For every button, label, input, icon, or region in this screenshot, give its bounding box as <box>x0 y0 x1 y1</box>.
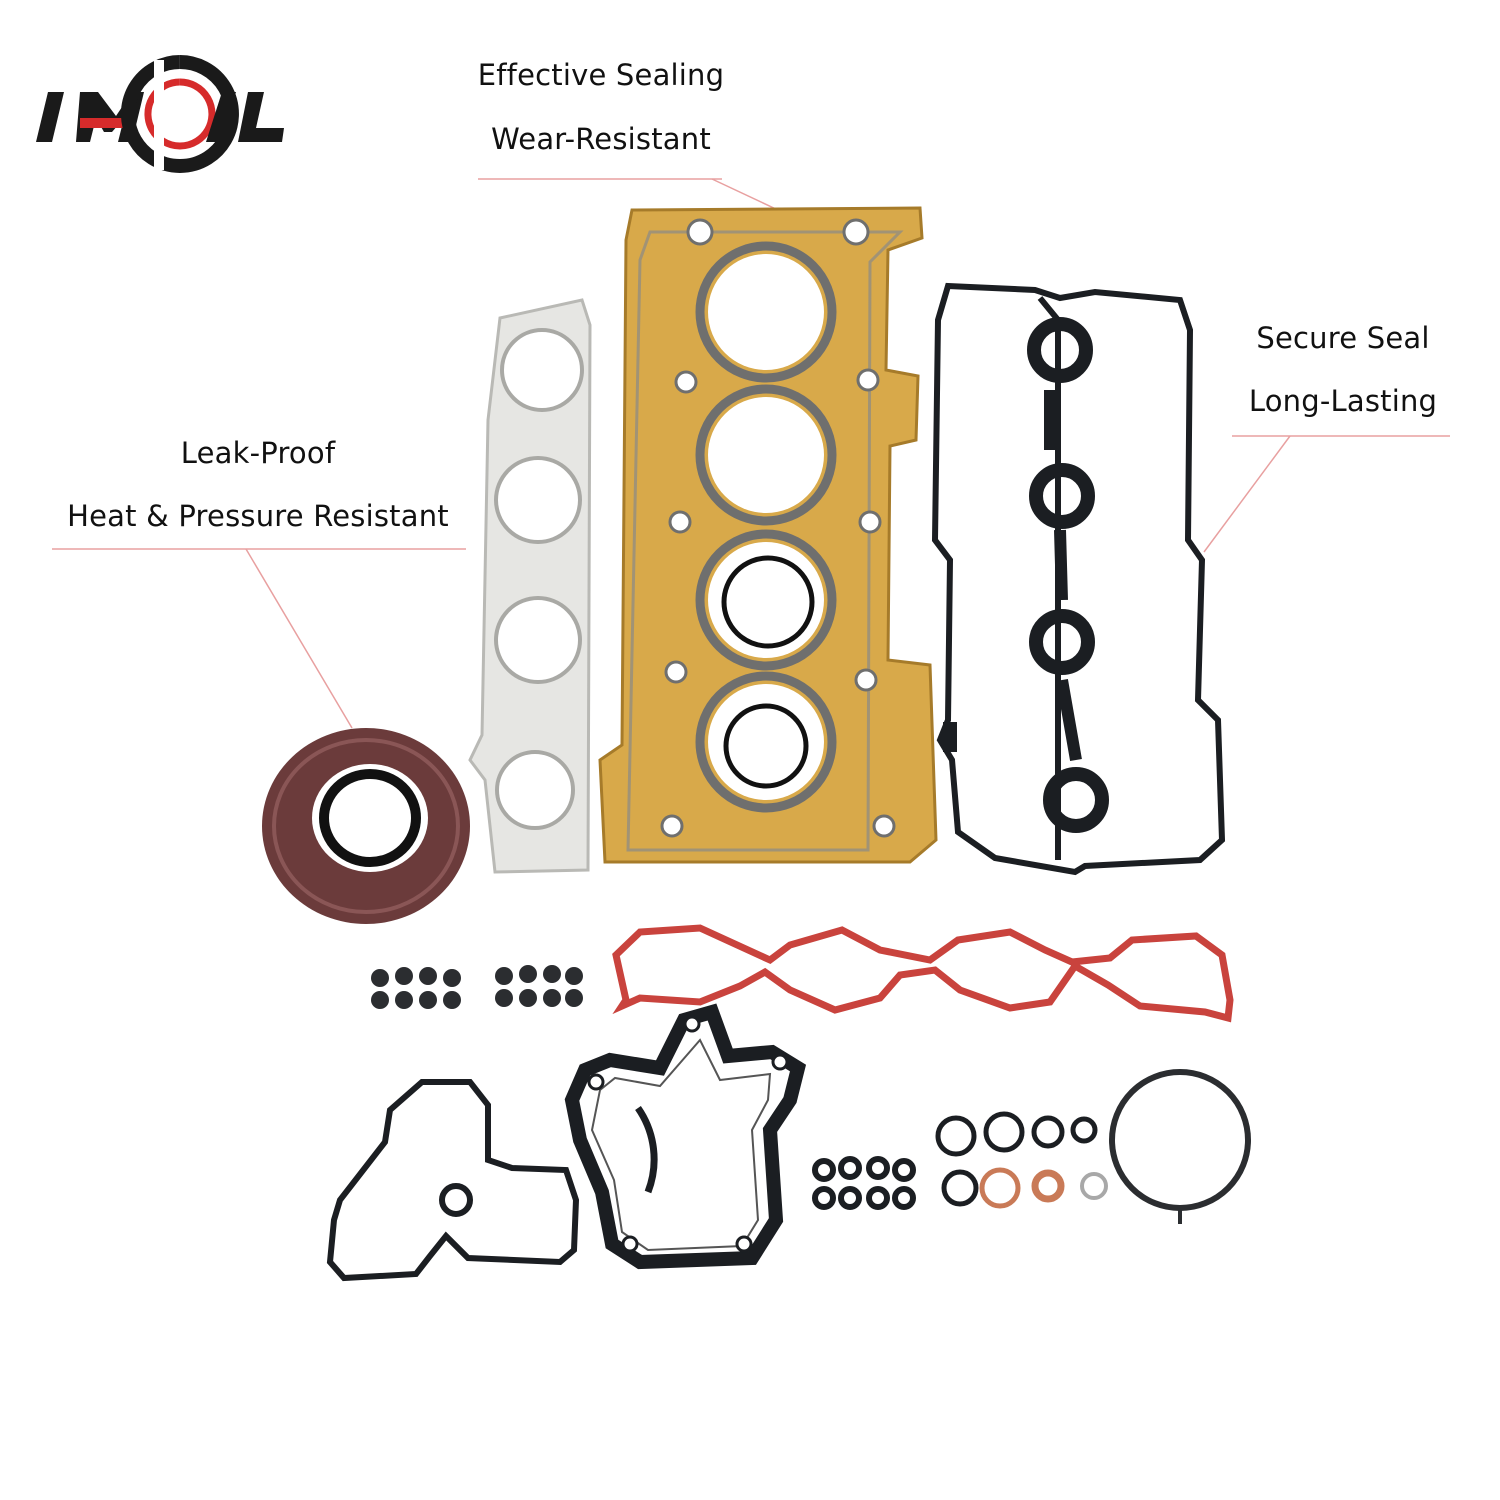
large-ring-gasket <box>1109 1069 1251 1224</box>
callout-left-line1: Leak-Proof <box>180 436 336 470</box>
callout-top-line2: Wear-Resistant <box>491 122 711 156</box>
assorted-o-rings <box>935 1111 1108 1209</box>
crankshaft-oil-seal <box>262 728 470 924</box>
valve-stem-seals-set-1 <box>371 967 461 1009</box>
callout-right-line2: Long-Lasting <box>1248 384 1438 418</box>
exhaust-manifold-gasket <box>468 298 592 874</box>
water-pump-gasket <box>564 1003 807 1270</box>
intake-manifold-gasket <box>612 924 1234 1023</box>
callout-left-line2: Heat & Pressure Resistant <box>67 499 449 533</box>
logo-mark <box>36 55 284 173</box>
callout-leader-lines <box>52 178 1450 729</box>
callout-top-line1: Effective Sealing <box>477 58 725 92</box>
valve-cover-gasket <box>931 282 1226 876</box>
brand-logo <box>36 55 284 173</box>
o-ring-set-small <box>812 1156 916 1210</box>
valve-stem-seals-set-2 <box>495 965 583 1007</box>
callout-right-line1: Secure Seal <box>1256 321 1430 355</box>
thermostat-housing-gasket <box>326 1079 580 1282</box>
cylinder-head-gasket <box>598 206 938 864</box>
